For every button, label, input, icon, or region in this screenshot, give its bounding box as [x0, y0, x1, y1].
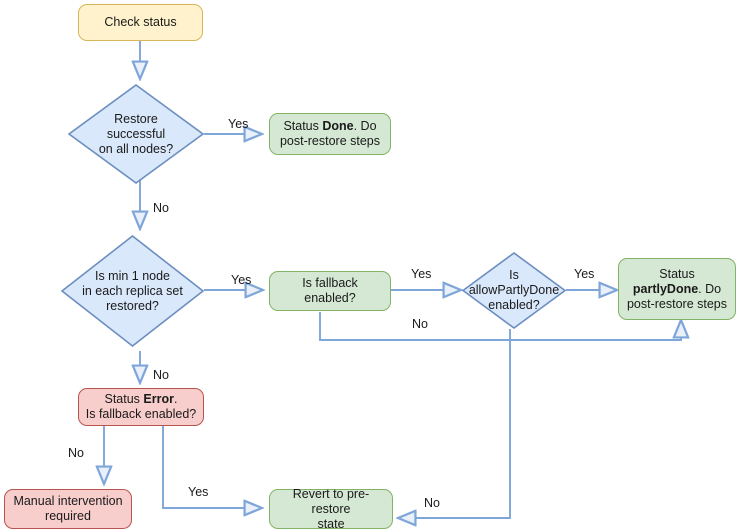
node-min-one-node-label: Is min 1 node in each replica set restor…: [82, 268, 183, 313]
edge-label-error-yes: Yes: [188, 485, 209, 499]
edge-label-error-no: No: [68, 446, 84, 460]
edge-label-partly-no: No: [424, 496, 440, 510]
diamond-shape-icon: [68, 84, 204, 184]
edge-label-partly-yes: Yes: [574, 267, 595, 281]
edge-label-fallback-yes: Yes: [411, 267, 432, 281]
node-restore-successful-label: Restore successful on all nodes?: [98, 111, 174, 156]
diamond-shape-icon: [61, 235, 204, 347]
edge-label-restore-yes: Yes: [228, 117, 249, 131]
node-status-error[interactable]: Status Error.Is fallback enabled?: [78, 388, 204, 426]
edge-label-minone-no: No: [153, 368, 169, 382]
edge-label-minone-yes: Yes: [231, 273, 252, 287]
node-allow-partly-done-label: Is allowPartlyDone enabled?: [468, 268, 560, 312]
node-min-one-node[interactable]: Is min 1 node in each replica set restor…: [61, 235, 204, 347]
node-check-status[interactable]: Check status: [78, 4, 203, 41]
edge-label-fallback-no: No: [412, 317, 428, 331]
node-status-partly-done-label: Status partlyDone. Do post-restore steps: [626, 266, 728, 311]
node-status-partly-done[interactable]: Status partlyDone. Do post-restore steps: [618, 258, 736, 320]
node-is-fallback-enabled[interactable]: Is fallback enabled?: [269, 271, 391, 311]
node-status-done-label: Status Done. Do post-restore steps: [279, 119, 381, 148]
edge-fallback-no: [319, 312, 681, 341]
node-manual-intervention-label: Manual intervention required: [13, 494, 123, 523]
edge-error-yes: [162, 425, 262, 508]
node-allow-partly-done[interactable]: Is allowPartlyDone enabled?: [462, 252, 566, 329]
node-revert-pre-restore[interactable]: Revert to pre-restore state: [269, 486, 393, 531]
node-status-error-label: Status Error.Is fallback enabled?: [85, 392, 197, 421]
edge-label-restore-no: No: [153, 201, 169, 215]
node-is-fallback-enabled-label: Is fallback enabled?: [302, 276, 358, 305]
diamond-shape-icon: [462, 252, 566, 329]
node-manual-intervention[interactable]: Manual intervention required: [4, 489, 132, 529]
node-revert-pre-restore-label: Revert to pre-restore state: [292, 486, 370, 531]
node-restore-successful[interactable]: Restore successful on all nodes?: [68, 84, 204, 184]
edge-partly-no: [398, 329, 511, 518]
node-status-done[interactable]: Status Done. Do post-restore steps: [269, 113, 391, 155]
node-check-status-label: Check status: [104, 15, 177, 29]
